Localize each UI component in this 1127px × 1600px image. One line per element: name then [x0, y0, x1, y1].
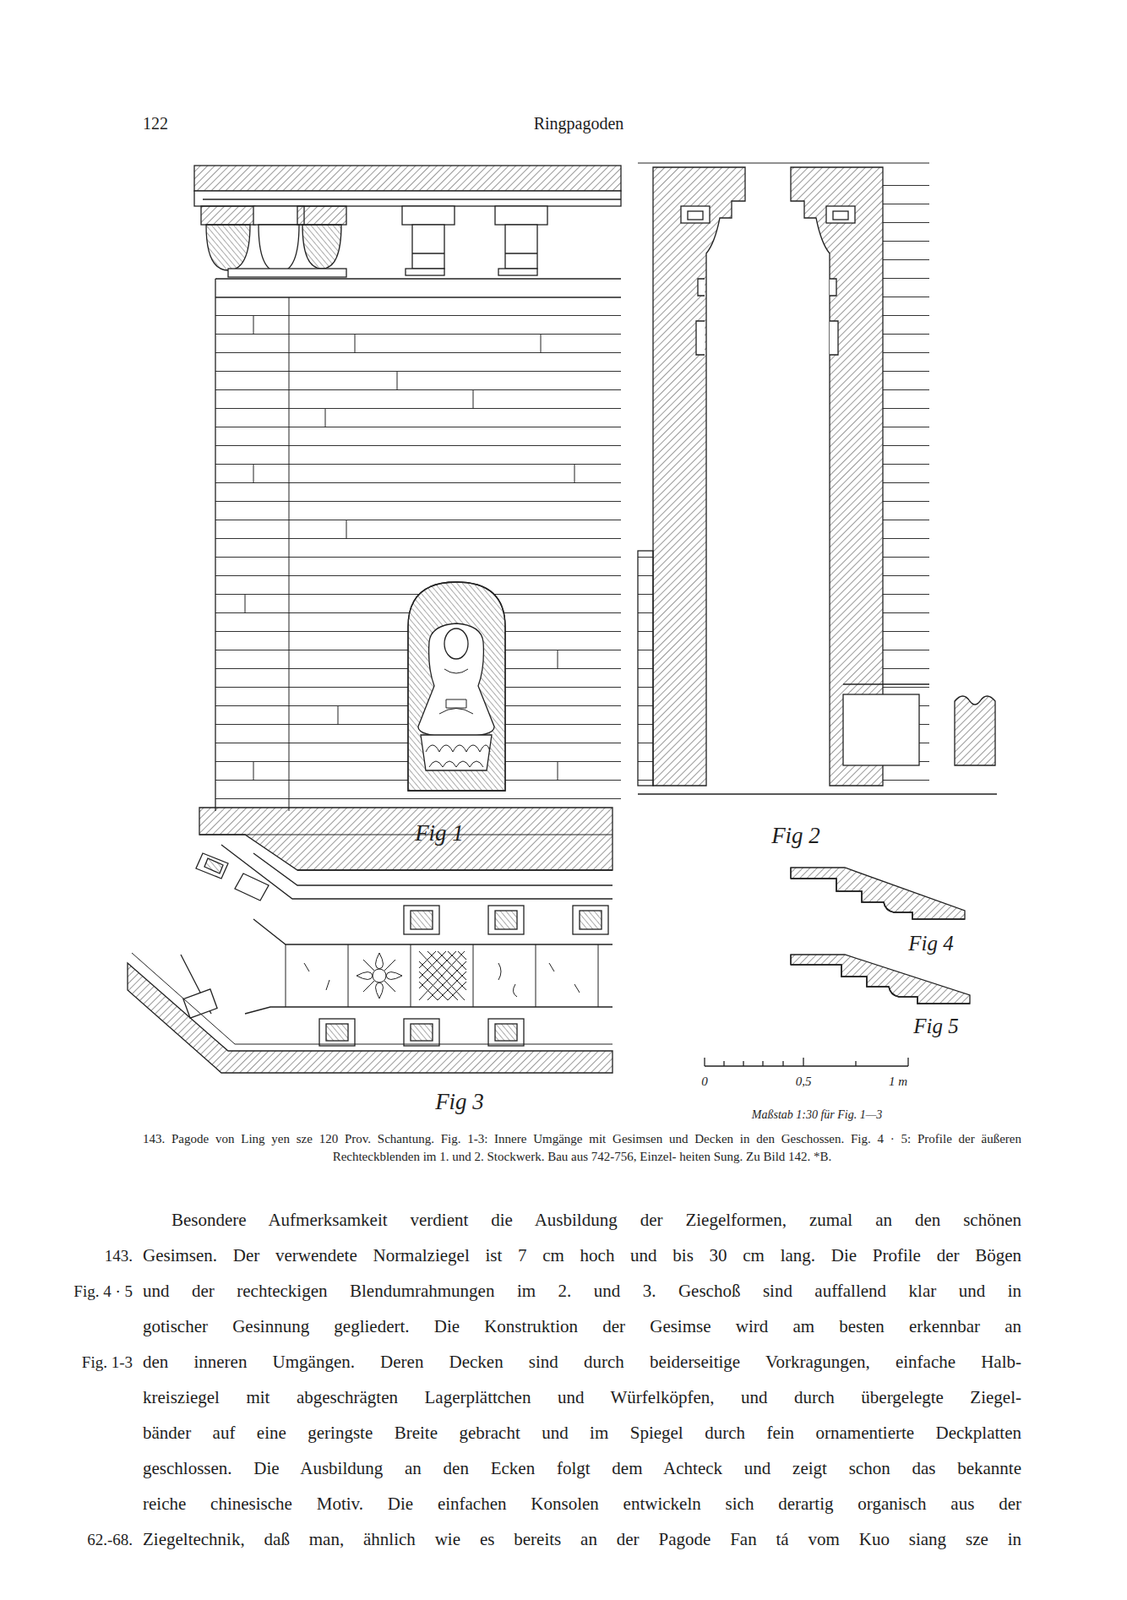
figure-label: Fig 4	[908, 931, 953, 957]
margin-reference: 143.	[104, 1246, 133, 1267]
body-text-line: Besondere Aufmerksamkeit verdient die Au…	[171, 1209, 1022, 1231]
figure-label: Fig 3	[435, 1088, 485, 1116]
body-text-line: den inneren Umgängen. Deren Decken sind …	[142, 1351, 1022, 1373]
figure-label: Fig 5	[913, 1013, 959, 1040]
body-text-line: Gesimsen. Der verwendete Normalziegel is…	[142, 1245, 1022, 1267]
margin-reference: Fig. 1-3	[81, 1353, 133, 1373]
body-text-line: und der rechteckigen Blendumrahmungen im…	[142, 1280, 1022, 1302]
margin-reference: 62.-68.	[87, 1530, 133, 1551]
page-number: 122	[142, 113, 169, 134]
scale-value: 0	[701, 1073, 708, 1089]
running-header: Ringpagoden	[533, 113, 625, 134]
scale-value: 1 m	[888, 1073, 908, 1089]
figure-label: Fig 2	[771, 822, 821, 850]
scale-value: 0,5	[795, 1073, 812, 1089]
body-text-line: bänder auf eine geringste Breite gebrach…	[142, 1422, 1022, 1444]
margin-reference: Fig. 4 · 5	[73, 1282, 133, 1302]
body-text-line: Ziegeltechnik, daß man, ähnlich wie es b…	[142, 1529, 1022, 1551]
body-text-line: gotischer Gesinnung gegliedert. Die Kons…	[142, 1316, 1022, 1338]
body-text-line: kreisziegel mit abgeschrägten Lagerplätt…	[142, 1387, 1022, 1409]
scale-note: Maßstab 1:30 für Fig. 1—3	[751, 1108, 882, 1123]
body-text-line: reiche chinesische Motiv. Die einfachen …	[142, 1493, 1022, 1515]
figure-label: Fig 1	[414, 819, 464, 847]
body-text-line: geschlossen. Die Ausbildung an den Ecken…	[142, 1458, 1022, 1480]
figure-caption: 143. Pagode von Ling yen sze 120 Prov. S…	[142, 1130, 1022, 1166]
